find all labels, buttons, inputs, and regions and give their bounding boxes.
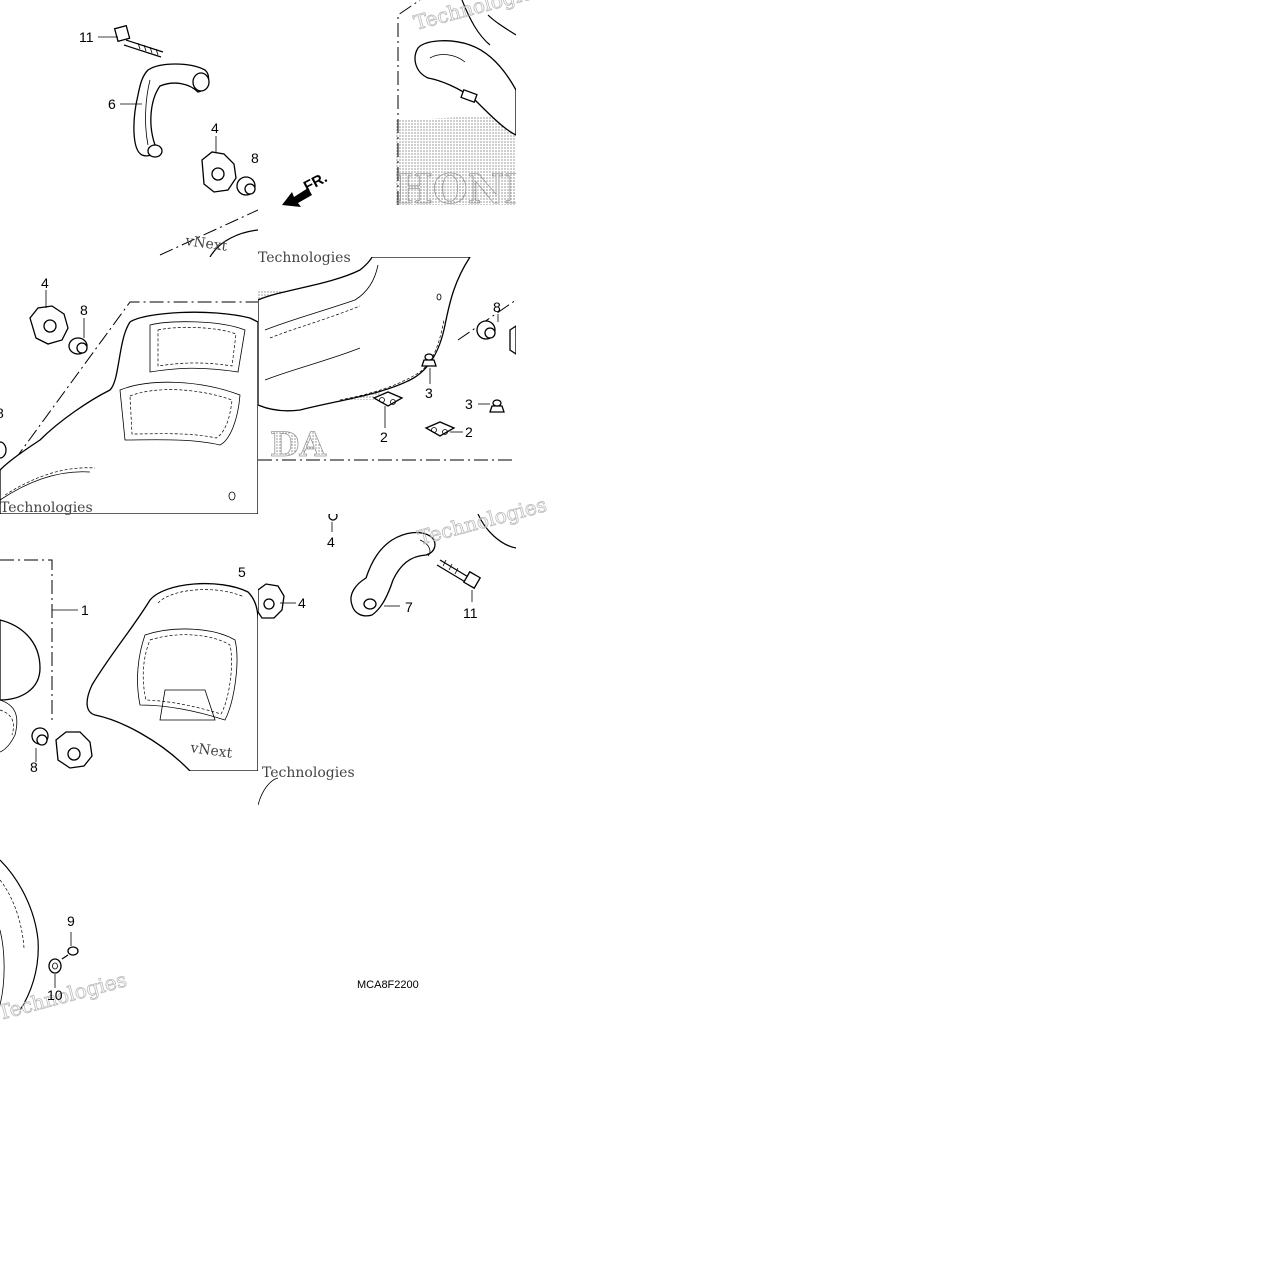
grommet-8-b: [68, 318, 88, 355]
clip-2: [372, 391, 404, 428]
callout-8-e: 8: [30, 759, 38, 775]
callout-2-b: 2: [465, 424, 473, 440]
knob-4-e: [328, 514, 338, 532]
grab-handle-6: [133, 63, 210, 158]
tile-seat-side: [0, 859, 79, 1011]
watermark-company-e: Technologies: [262, 765, 355, 781]
callout-6: 6: [108, 96, 116, 112]
damper-3: [421, 353, 437, 384]
callout-4-c: 4: [327, 534, 335, 550]
callout-11-b: 11: [463, 605, 478, 621]
callout-7: 7: [405, 599, 413, 615]
callout-10: 10: [47, 987, 63, 1003]
tile-seat-front: [0, 290, 258, 514]
backrest-5: [86, 583, 258, 771]
front-direction-arrow: FR.: [282, 169, 330, 207]
watermark-company-c: Technologies: [0, 500, 93, 516]
bolt-11-b: [436, 559, 482, 602]
grab-handle-7: [350, 531, 436, 617]
callout-1: 1: [81, 602, 89, 618]
callout-3-b: 3: [465, 396, 473, 412]
callout-11: 11: [79, 29, 94, 45]
washer-10: [48, 958, 62, 988]
clip-2-b: [424, 421, 463, 437]
callout-8-b: 8: [80, 302, 88, 318]
diagram-reference-code: MCA8F2200: [357, 979, 419, 991]
tile-handle-right: [258, 514, 516, 619]
knob-4-d: [258, 583, 296, 619]
callout-4: 4: [211, 120, 219, 136]
callout-5: 5: [238, 564, 246, 580]
callout-3: 3: [425, 385, 433, 401]
svg-text:DA: DA: [270, 425, 326, 465]
callout-8-c: 8: [0, 405, 4, 421]
tile-seat-top: FR. HONDA: [282, 0, 571, 213]
callout-8: 8: [251, 150, 259, 166]
callout-4-d: 4: [298, 595, 306, 611]
callout-2: 2: [380, 429, 388, 445]
tile-handle-left: [98, 24, 258, 257]
bolt-11: [113, 24, 164, 58]
knob-4-c: [55, 731, 93, 769]
watermark-company-b: Technologies: [258, 250, 351, 266]
callout-labels: 11 6 4 8 4 8 8 8 3 3 2 2 4 1 5 4 7 11 8 …: [0, 29, 501, 1003]
watermark-company-f: Technologies: [0, 967, 129, 1024]
tile-pillion-seat: [0, 559, 258, 771]
callout-4-b: 4: [41, 275, 49, 291]
knob-4: [201, 136, 237, 193]
watermark-company-d: Technologies: [415, 492, 549, 549]
damper-3-b: [478, 399, 505, 413]
tile-seat-edge: [258, 777, 279, 806]
brand-watermark: HONDA: [395, 166, 571, 213]
watermark-company: Technologies: [411, 0, 545, 35]
knob-4-b: [29, 290, 69, 345]
grommet-8-d: [31, 727, 49, 762]
watermark-brand: vNext: [183, 233, 228, 255]
watermark-brand-b: vNext: [188, 740, 233, 762]
screw-9: [61, 932, 79, 960]
callout-8-d: 8: [493, 299, 501, 315]
grommet-8-c: [476, 314, 499, 340]
callout-9: 9: [67, 913, 75, 929]
tile-seat-rear: DA: [258, 257, 516, 465]
grommet-8: [236, 176, 256, 196]
